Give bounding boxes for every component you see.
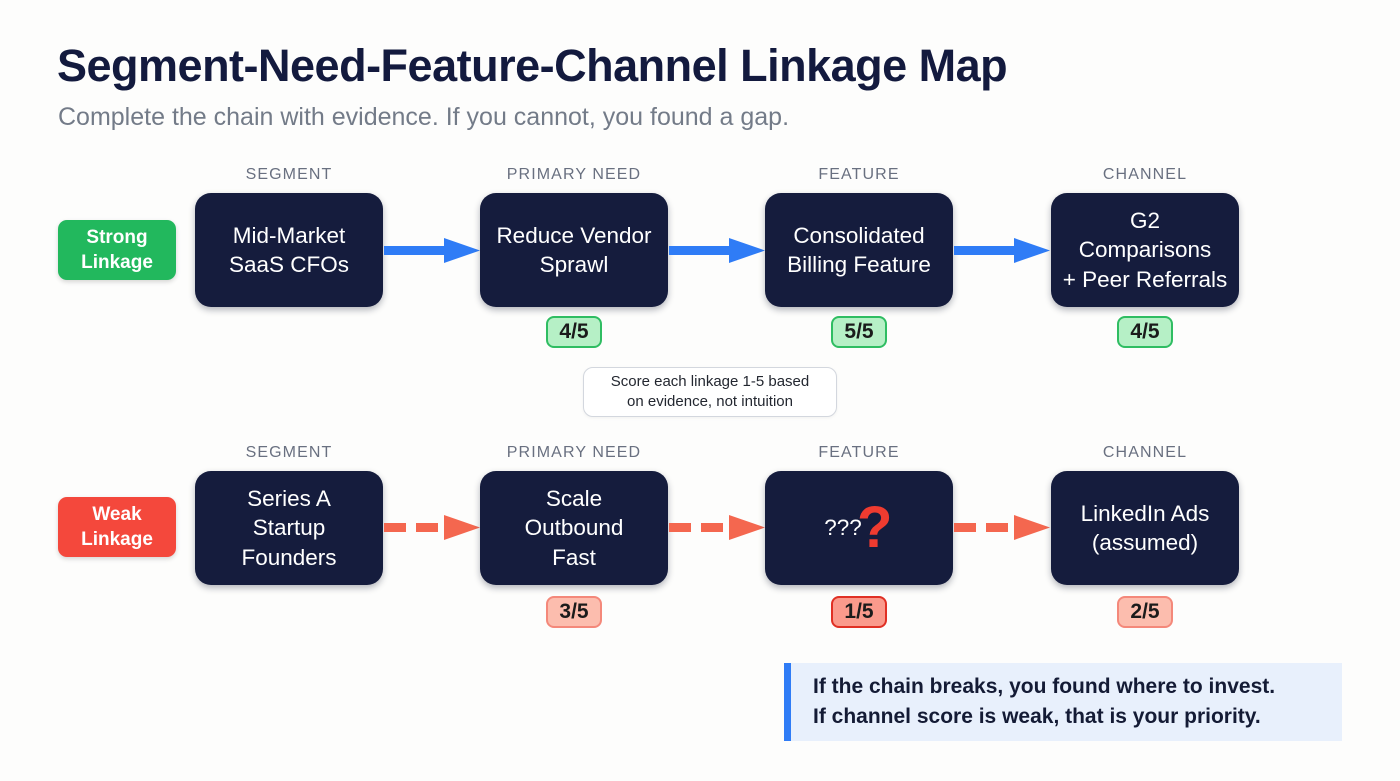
column-caption-segment-row1: SEGMENT: [245, 166, 333, 183]
score-badge-primary-need-row1: 4/5: [546, 316, 602, 348]
page-subtitle: Complete the chain with evidence. If you…: [58, 103, 790, 131]
column-caption-feature-row2: FEATURE: [818, 444, 900, 461]
node-card-feature-row1[interactable]: Consolidated Billing Feature: [765, 193, 953, 307]
page-title: Segment-Need-Feature-Channel Linkage Map: [57, 40, 1008, 91]
score-badge-channel-row2: 2/5: [1117, 596, 1173, 628]
arrow-need-to-feature-row2: [669, 515, 765, 540]
column-caption-feature-row1: FEATURE: [818, 166, 900, 183]
node-card-primary-need-row1[interactable]: Reduce Vendor Sprawl: [480, 193, 668, 307]
arrow-need-to-feature-row1: [669, 238, 765, 263]
node-card-text: G2 Comparisons + Peer Referrals: [1062, 208, 1228, 292]
node-card-channel-row1[interactable]: G2 Comparisons + Peer Referrals: [1051, 193, 1239, 307]
question-mark-icon: ?: [856, 495, 893, 560]
score-badge-channel-row1: 4/5: [1117, 316, 1173, 348]
column-caption-primary-need-row2: PRIMARY NEED: [506, 444, 642, 461]
node-card-primary-need-row2[interactable]: Scale Outbound Fast: [480, 471, 668, 585]
row-badge-line1: Weak: [92, 503, 142, 525]
node-card-text: LinkedIn Ads (assumed): [1080, 500, 1210, 555]
bottom-callout: If the chain breaks, you found where to …: [784, 663, 1342, 741]
node-card-text: Scale Outbound Fast: [524, 486, 624, 570]
scoring-note-tooltip: Score each linkage 1-5 based on evidence…: [583, 367, 837, 417]
node-card-feature-gap-row2[interactable]: ??? ?: [765, 471, 953, 585]
gap-placeholder-text: ???: [824, 515, 862, 541]
arrow-segment-to-need-row2: [384, 515, 480, 540]
arrow-feature-to-channel-row2: [954, 515, 1050, 540]
row-badge-line2: Linkage: [81, 252, 153, 273]
score-badge-feature-row1: 5/5: [831, 316, 887, 348]
gap-indicator: ??? ?: [824, 499, 892, 557]
callout-line2: If channel score is weak, that is your p…: [813, 705, 1261, 728]
arrow-feature-to-channel-row1: [954, 238, 1050, 263]
row-badge-line2: Linkage: [81, 529, 153, 550]
column-caption-primary-need-row1: PRIMARY NEED: [506, 166, 642, 183]
scoring-note-line1: Score each linkage 1-5 based: [610, 372, 810, 390]
callout-line1: If the chain breaks, you found where to …: [813, 675, 1276, 699]
score-badge-primary-need-row2: 3/5: [546, 596, 602, 628]
row-badge-strong-linkage: Strong Linkage: [58, 220, 176, 280]
column-caption-channel-row1: CHANNEL: [1102, 166, 1188, 183]
arrow-segment-to-need-row1: [384, 238, 480, 263]
row-badge-line1: Strong: [86, 226, 148, 248]
score-badge-feature-row2: 1/5: [831, 596, 887, 628]
node-card-segment-row1[interactable]: Mid-Market SaaS CFOs: [195, 193, 383, 307]
node-card-channel-row2[interactable]: LinkedIn Ads (assumed): [1051, 471, 1239, 585]
node-card-text: Series A Startup Founders: [241, 486, 337, 570]
node-card-text: Mid-Market SaaS CFOs: [228, 222, 350, 277]
scoring-note-line2: on evidence, not intuition: [627, 393, 793, 410]
column-caption-channel-row2: CHANNEL: [1102, 444, 1188, 461]
node-card-text: Consolidated Billing Feature: [787, 222, 931, 277]
column-caption-segment-row2: SEGMENT: [245, 444, 333, 461]
row-badge-weak-linkage: Weak Linkage: [58, 497, 176, 557]
node-card-segment-row2[interactable]: Series A Startup Founders: [195, 471, 383, 585]
node-card-text: Reduce Vendor Sprawl: [496, 222, 652, 277]
